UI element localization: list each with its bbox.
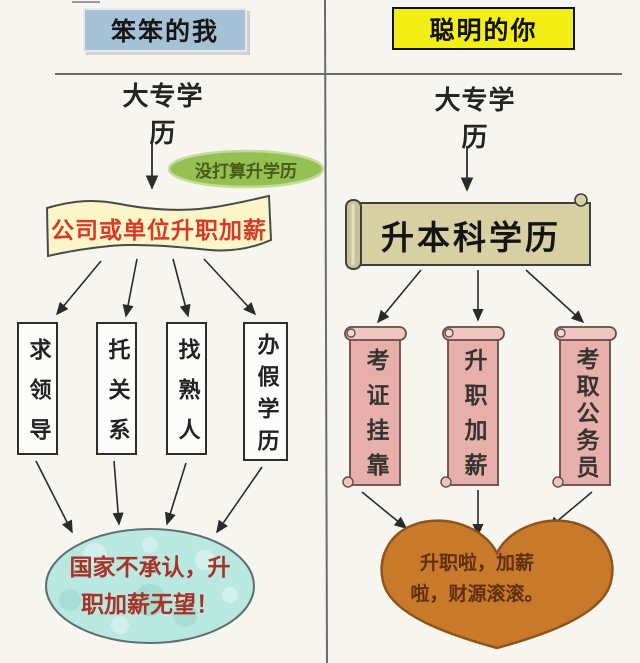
left-header-label: 笨笨的我 <box>110 17 219 46</box>
right-option-scroll-3: 考取公务员 <box>560 339 610 485</box>
left-option-box-1: 求领导 <box>17 322 58 458</box>
flow-arrow <box>164 462 187 526</box>
right-result-line2: 啦，财源滚滚。 <box>410 583 544 605</box>
flow-arrow <box>112 460 124 526</box>
left-banner-label: 公司或单位升职加薪 <box>51 218 267 244</box>
flow-arrow <box>35 460 73 534</box>
left-banner-shape <box>45 194 273 258</box>
right-banner-shape <box>351 202 591 266</box>
left-start-node: 大专学历 <box>122 82 204 149</box>
pond-bubbles <box>59 537 238 634</box>
right-option-label: 考证挂靠 <box>362 348 388 488</box>
right-option-scroll-2: 升职加薪 <box>448 339 498 488</box>
right-option-label: 考取公务员 <box>572 346 598 482</box>
right-fan-arrows <box>376 269 585 324</box>
right-banner-curl <box>574 193 588 207</box>
left-converge-arrows <box>35 460 263 534</box>
right-header-label: 聪明的你 <box>429 15 538 45</box>
left-option-label: 办假学历 <box>253 332 279 461</box>
thought-bubble-shape <box>167 149 325 189</box>
left-option-label: 托关系 <box>104 337 130 458</box>
right-result-label: 升职啦，加薪 啦，财源滚滚。 <box>397 546 557 612</box>
right-column-header: 聪明的你 <box>392 7 575 50</box>
right-banner-label: 升本科学历 <box>381 218 561 257</box>
flow-arrow <box>122 258 138 318</box>
vertical-divider <box>324 0 328 663</box>
right-option-label: 升职加薪 <box>460 348 486 488</box>
flow-arrow <box>172 258 191 318</box>
left-result-line1: 国家不承认，升 <box>69 555 231 581</box>
right-result-line1: 升职啦，加薪 <box>419 552 534 574</box>
scroll-1-shape <box>342 326 407 488</box>
flow-arrow <box>376 269 422 324</box>
right-option-scroll-1: 考证挂靠 <box>350 339 400 488</box>
scroll-2-shape <box>440 326 505 488</box>
left-result-line2: 职加薪无望！ <box>81 592 219 618</box>
left-fan-arrows <box>55 258 257 318</box>
flow-arrow <box>203 258 257 316</box>
flow-arrow <box>55 260 102 316</box>
left-result-label: 国家不承认，升 职加薪无望！ <box>46 542 254 632</box>
flow-arrow <box>361 491 408 530</box>
left-column-header: 笨笨的我 <box>83 8 247 52</box>
left-option-box-2: 托关系 <box>96 322 137 458</box>
left-option-label: 找熟人 <box>174 337 200 458</box>
flow-arrow <box>216 466 263 534</box>
thought-bubble-label: 没打算升学历 <box>195 161 297 182</box>
flow-arrow <box>525 269 585 324</box>
left-option-label: 求领导 <box>25 337 51 458</box>
left-result-shape <box>45 528 255 644</box>
heart-shape <box>380 519 614 650</box>
left-option-box-4: 办假学历 <box>243 322 288 461</box>
right-start-node: 大专学历 <box>434 86 516 153</box>
left-option-box-3: 找熟人 <box>166 322 207 458</box>
scroll-3-shape <box>552 326 617 488</box>
